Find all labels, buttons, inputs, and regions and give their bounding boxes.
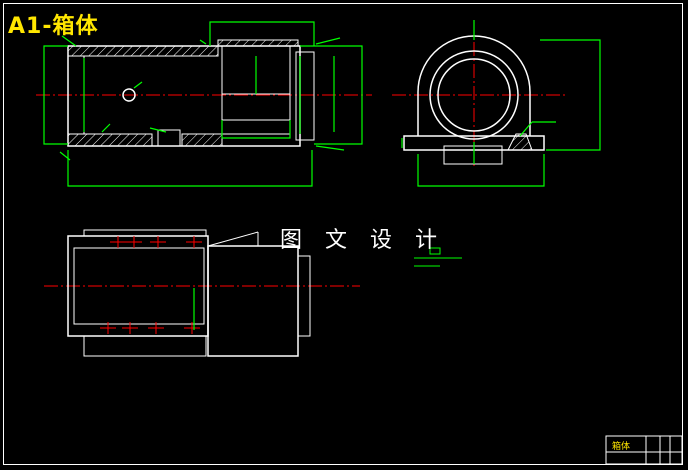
- side-rib: [507, 133, 533, 151]
- front-right-chamber: [221, 45, 291, 135]
- title-block: [605, 435, 683, 465]
- front-section-view: [36, 21, 372, 187]
- front-oil-hole: [122, 88, 136, 102]
- side-dimensions: [401, 20, 601, 187]
- side-base-slot: [443, 145, 503, 165]
- top-bolt-hole-marks: [100, 236, 202, 334]
- side-bore-inner: [437, 58, 511, 132]
- title-block-part-name: 箱体: [612, 442, 631, 452]
- front-bottom-wall-hatch-2: [181, 133, 223, 147]
- top-right-flange: [297, 255, 311, 337]
- top-leader-line: [207, 231, 259, 247]
- top-upper-flange: [83, 229, 207, 237]
- roughness-annotation: [414, 247, 462, 267]
- side-view: [392, 20, 601, 187]
- drawing-title: A1-箱体: [8, 14, 99, 39]
- watermark-text: 图 文 设 计: [280, 228, 445, 253]
- top-right-chamber: [207, 245, 299, 357]
- top-lower-flange: [83, 335, 207, 357]
- front-right-flange: [295, 51, 315, 141]
- front-bottom-slot: [157, 129, 181, 147]
- front-top-flange-hatch: [217, 39, 299, 47]
- top-inner-cavity: [73, 247, 205, 325]
- front-dimensions: [43, 21, 363, 187]
- drawing-border-frame: [3, 3, 683, 465]
- front-bottom-wall-hatch: [67, 133, 153, 147]
- side-bore-outer: [429, 50, 519, 140]
- front-top-wall-hatch: [67, 45, 219, 57]
- top-view: [44, 229, 360, 357]
